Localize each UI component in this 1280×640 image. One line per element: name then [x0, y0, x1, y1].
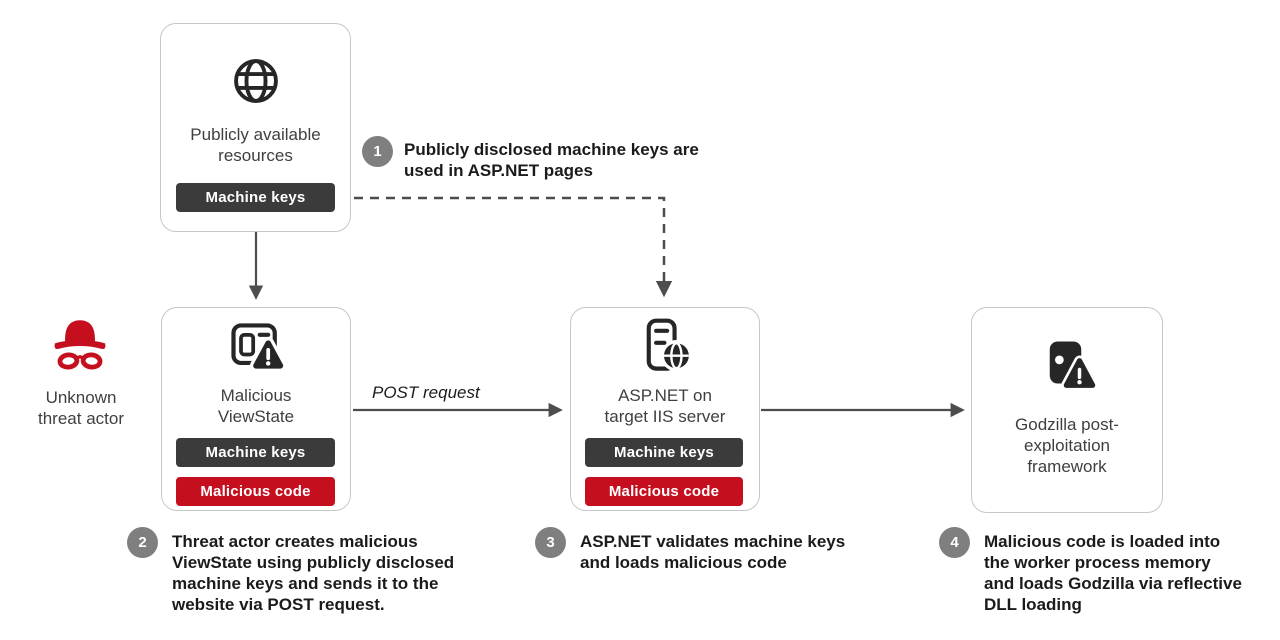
badge-machine-keys: Machine keys — [176, 438, 335, 467]
badge-malicious-code: Malicious code — [585, 477, 743, 506]
dashed-arrow-machinekeys-to-aspnet — [338, 196, 673, 298]
step-2-text: Threat actor creates malicious ViewState… — [172, 532, 455, 614]
threat-actor-hat-glasses-icon — [46, 314, 114, 374]
post-request-label: POST request — [372, 383, 480, 402]
step-3-number: 3 — [535, 527, 566, 558]
server-globe-icon — [634, 317, 693, 376]
node-title-publicly-available-resources: Publicly available resources — [190, 125, 321, 165]
step-1-number: 1 — [362, 136, 393, 167]
badge-machine-keys: Machine keys — [585, 438, 743, 467]
step-4-number: 4 — [939, 527, 970, 558]
node-title-godzilla-framework: Godzilla post- exploitation framework — [1015, 415, 1119, 476]
badge-machine-keys: Machine keys — [176, 183, 335, 212]
step-2-number: 2 — [127, 527, 158, 558]
viewstate-warning-icon — [226, 319, 287, 375]
globe-icon — [230, 55, 282, 107]
step-3-text: ASP.NET validates machine keys and loads… — [580, 532, 846, 572]
step-1-text: Publicly disclosed machine keys are used… — [404, 140, 699, 180]
node-title-aspnet-target-iis-server: ASP.NET on target IIS server — [604, 386, 726, 426]
badge-malicious-code: Malicious code — [176, 477, 335, 506]
node-godzilla-framework — [971, 307, 1163, 513]
malware-warning-icon — [1041, 338, 1098, 394]
threat-actor-label: Unknown threat actor — [38, 388, 124, 428]
step-4-text: Malicious code is loaded into the worker… — [984, 532, 1242, 614]
node-title-malicious-viewstate: Malicious ViewState — [217, 386, 295, 426]
